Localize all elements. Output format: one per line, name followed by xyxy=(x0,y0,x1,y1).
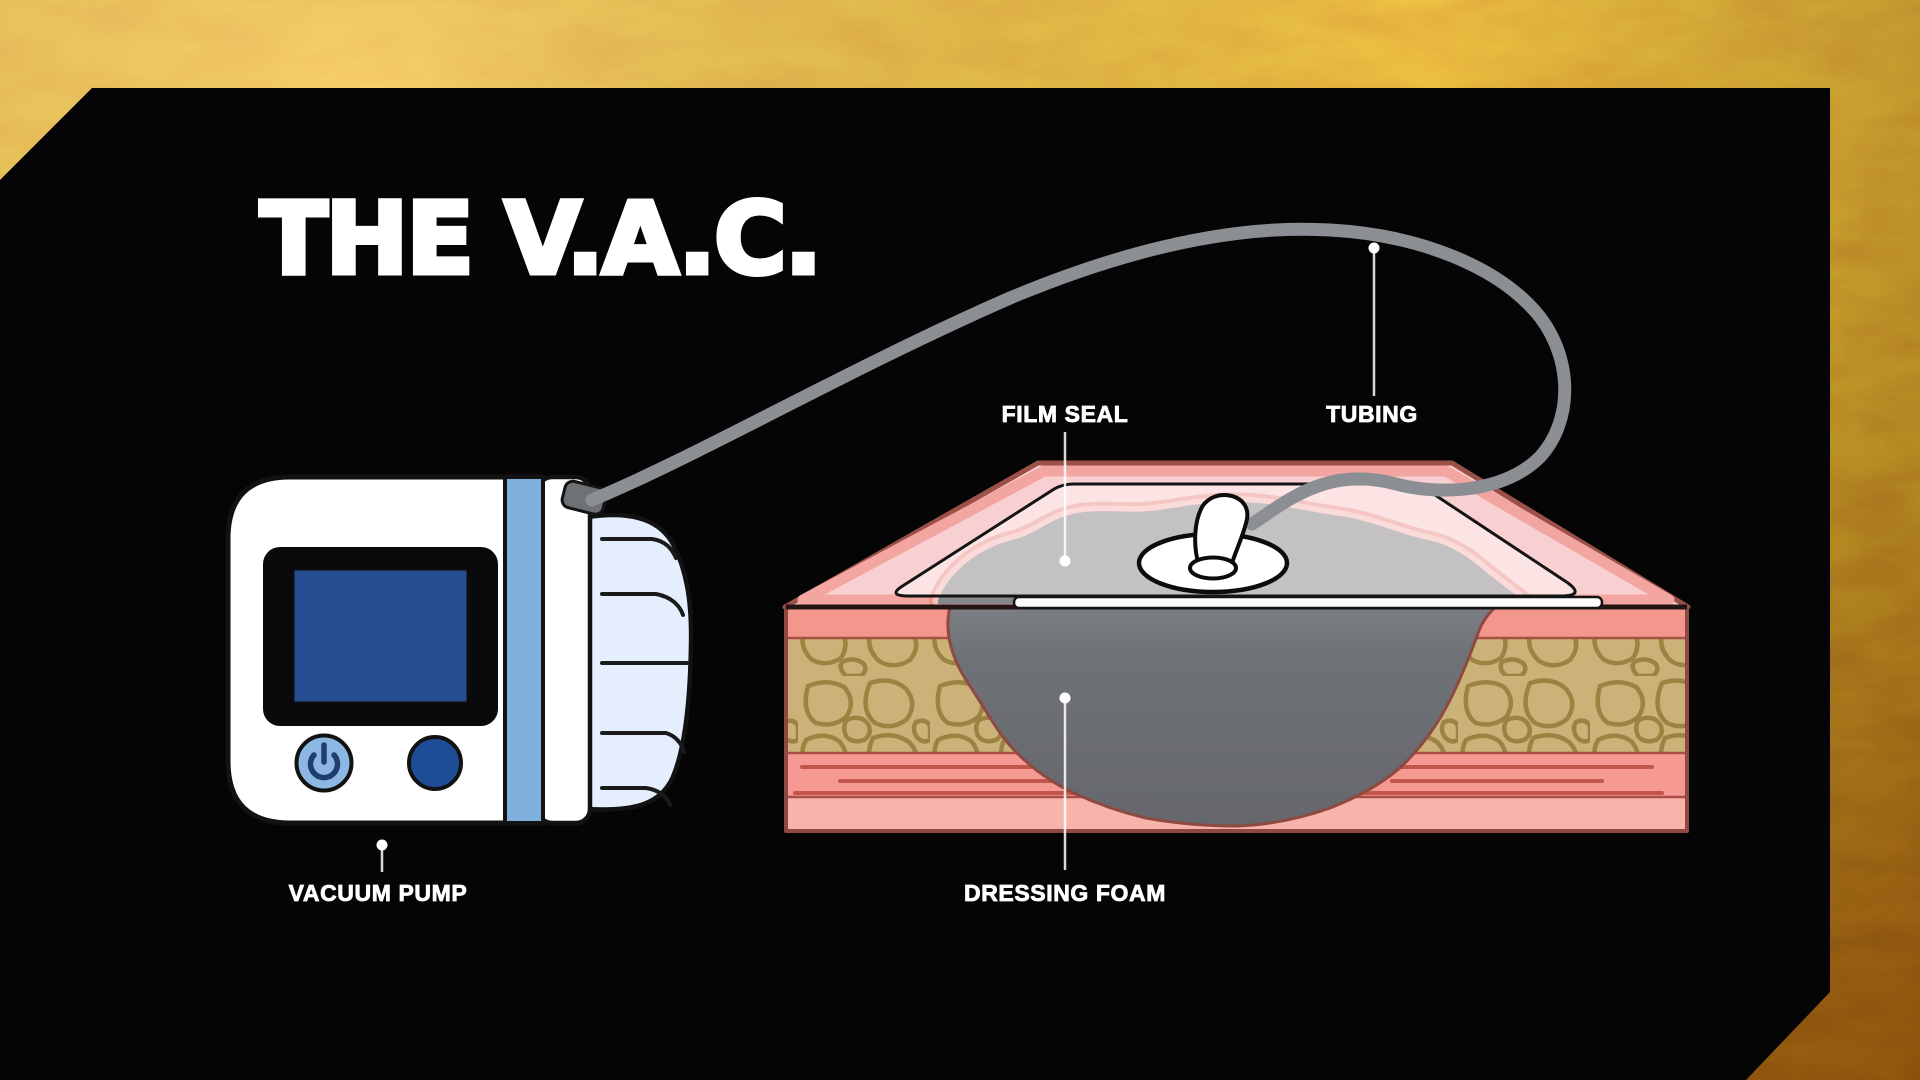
pump-accent-stripe xyxy=(503,475,545,825)
dressing-foam-front xyxy=(946,605,1501,828)
power-icon xyxy=(307,742,341,781)
vacuum-pump-label: VACUUM PUMP xyxy=(289,880,468,906)
callout-dot xyxy=(1368,242,1380,254)
page-title: THE V.A.C. xyxy=(260,182,820,297)
pump-collar xyxy=(535,474,593,826)
suction-port xyxy=(1136,493,1290,595)
callouts: FILM SEAL TUBING VACUUM PUMP DRESSING FO… xyxy=(288,242,1418,906)
callout-vacuum-pump: VACUUM PUMP xyxy=(288,839,468,906)
suction-port-stub xyxy=(1193,493,1250,568)
vacuum-pump-illustration xyxy=(225,474,694,826)
secondary-button xyxy=(407,735,463,791)
pump-screen xyxy=(291,567,470,705)
muscle-texture-lines xyxy=(793,765,1664,795)
callout-dot xyxy=(376,839,388,851)
callout-dressing-foam: DRESSING FOAM xyxy=(964,692,1166,906)
dressing-foam-label: DRESSING FOAM xyxy=(964,880,1166,906)
callout-tubing: TUBING xyxy=(1326,242,1418,427)
tube-connector-stub xyxy=(560,479,608,516)
tubing-line xyxy=(585,222,1572,531)
pump-bellows-ribs xyxy=(600,537,690,807)
callout-dot xyxy=(1059,692,1071,704)
film-seal-label: FILM SEAL xyxy=(1002,401,1129,427)
power-button xyxy=(294,733,354,793)
tubing-label: TUBING xyxy=(1326,401,1418,427)
callout-dot xyxy=(1059,555,1071,567)
callout-film-seal: FILM SEAL xyxy=(1001,401,1129,567)
